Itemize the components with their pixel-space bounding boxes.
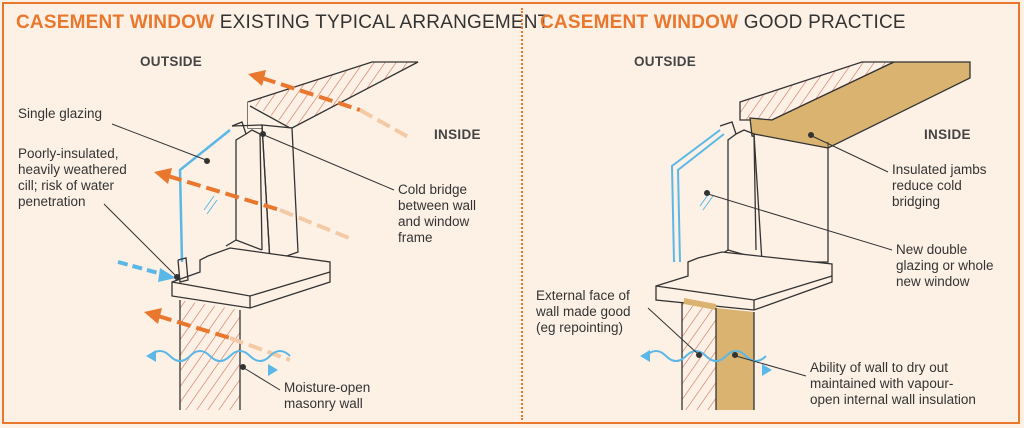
- heat-loss-arrows: [117, 70, 411, 362]
- single-glazing: [178, 129, 231, 263]
- double-glazing: [670, 129, 725, 263]
- glass-glint: [203, 195, 218, 215]
- label-single-glazing: Single glazing: [18, 106, 103, 121]
- right-inside-label: INSIDE: [924, 127, 971, 142]
- right-panel: CASEMENT WINDOW GOOD PRACTICE: [522, 0, 1024, 428]
- left-title-rest: EXISTING TYPICAL ARRANGEMENT: [219, 12, 550, 33]
- label-cold-bridge: Cold bridge between wall and window fram…: [398, 182, 477, 245]
- label-double-glazing: New double glazing or whole new window: [896, 242, 994, 289]
- left-inside-label: INSIDE: [434, 127, 481, 142]
- label-insulated-jambs: Insulated jambs reduce cold bridging: [892, 162, 987, 209]
- label-cill: Poorly-insulated, heavily weathered cill…: [18, 146, 127, 209]
- leader-lines: [103, 123, 395, 391]
- wall-jamb: [225, 121, 299, 263]
- right-title-strong: CASEMENT WINDOW: [540, 12, 739, 33]
- wall-jamb: [717, 121, 829, 263]
- label-dry-out: Ability of wall to dry out maintained wi…: [810, 360, 976, 407]
- right-outside-label: OUTSIDE: [634, 54, 697, 69]
- label-moisture: Moisture-open masonry wall: [284, 380, 371, 411]
- lintel-brick: [247, 61, 419, 129]
- left-panel: CASEMENT WINDOW EXISTING TYPICAL ARRANGE…: [16, 12, 549, 411]
- right-diagram: [640, 61, 971, 410]
- right-title-rest: GOOD PRACTICE: [743, 12, 906, 33]
- left-title: CASEMENT WINDOW EXISTING TYPICAL ARRANGE…: [16, 12, 549, 34]
- moisture-arrow: [146, 350, 291, 376]
- panel-divider: [521, 8, 523, 420]
- left-outside-label: OUTSIDE: [140, 54, 203, 69]
- leader-lines: [647, 132, 893, 377]
- left-title-strong: CASEMENT WINDOW: [16, 12, 215, 33]
- left-diagram: [103, 61, 419, 410]
- label-external-face: External face of wall made good (eg repo…: [536, 288, 631, 335]
- window-cill: [171, 247, 331, 309]
- right-title: CASEMENT WINDOW GOOD PRACTICE: [540, 12, 906, 34]
- moisture-arrow: [640, 350, 772, 376]
- window-cill: [655, 251, 833, 311]
